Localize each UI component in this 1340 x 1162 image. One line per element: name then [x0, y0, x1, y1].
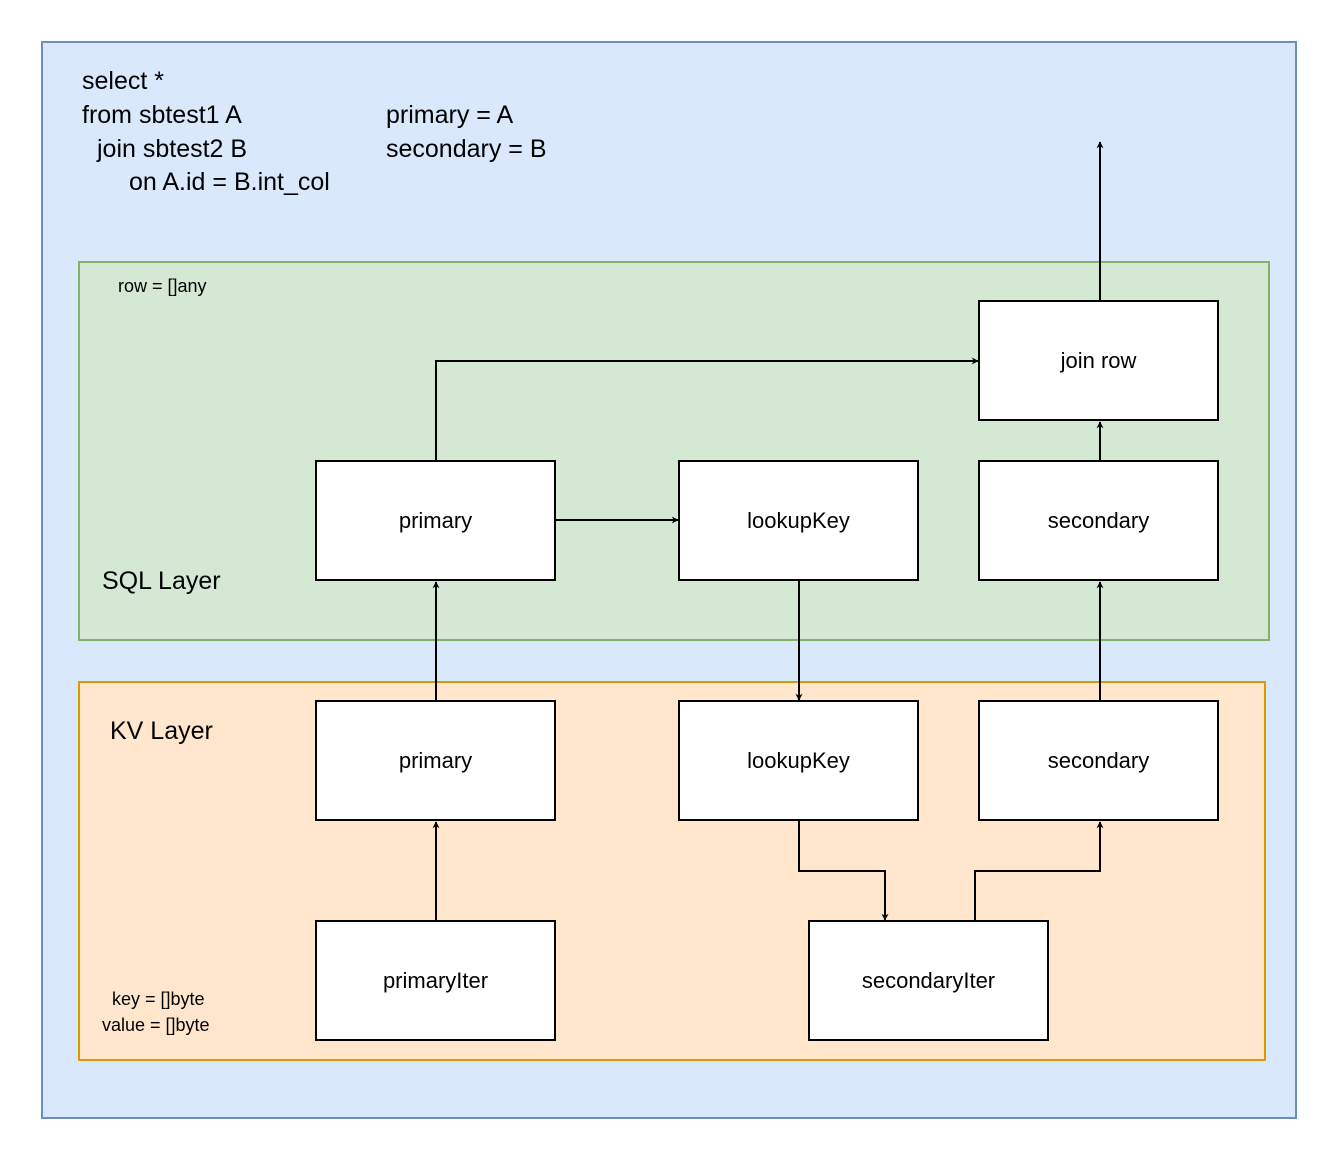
sql-secondary-label: secondary	[1047, 507, 1150, 533]
edge-sqlprimary-joinrow	[435, 357, 979, 460]
kv-secondary-label: secondary	[1047, 747, 1150, 773]
kv-primaryiter-label: primaryIter	[382, 967, 489, 993]
key-type-note: key = []byte	[112, 989, 205, 1009]
query-from-line: from sbtest1 A	[82, 101, 242, 129]
kv-lookupkey-node: lookupKey	[678, 700, 919, 821]
sql-lookupkey-label: lookupKey	[747, 507, 850, 533]
sql-join-row-label: join row	[1060, 347, 1137, 373]
sql-join-row-node: join row	[978, 300, 1219, 421]
edge-secondaryiter-kvsecondary	[974, 821, 1104, 920]
kv-secondary-node: secondary	[978, 700, 1219, 821]
row-type-note: row = []any	[118, 276, 207, 296]
kv-layer-label: KV Layer	[110, 717, 213, 745]
kv-primary-node: primary	[315, 700, 556, 821]
kv-primary-label: primary	[398, 747, 473, 773]
query-on-line: on A.id = B.int_col	[129, 168, 330, 196]
edge-kvlookup-secondaryiter	[798, 820, 889, 921]
sql-secondary-node: secondary	[978, 460, 1219, 581]
query-select-line: select *	[82, 67, 164, 95]
kv-primaryiter-node: primaryIter	[315, 920, 556, 1041]
sql-primary-label: primary	[398, 507, 473, 533]
alias-primary: primary = A	[386, 101, 514, 129]
sql-layer-label: SQL Layer	[102, 567, 221, 595]
kv-lookupkey-label: lookupKey	[747, 747, 850, 773]
value-type-note: value = []byte	[102, 1015, 210, 1035]
kv-secondaryiter-label: secondaryIter	[861, 967, 996, 993]
alias-secondary: secondary = B	[386, 135, 547, 163]
sql-lookupkey-node: lookupKey	[678, 460, 919, 581]
query-join-line: join sbtest2 B	[97, 135, 248, 163]
kv-secondaryiter-node: secondaryIter	[808, 920, 1049, 1041]
sql-primary-node: primary	[315, 460, 556, 581]
